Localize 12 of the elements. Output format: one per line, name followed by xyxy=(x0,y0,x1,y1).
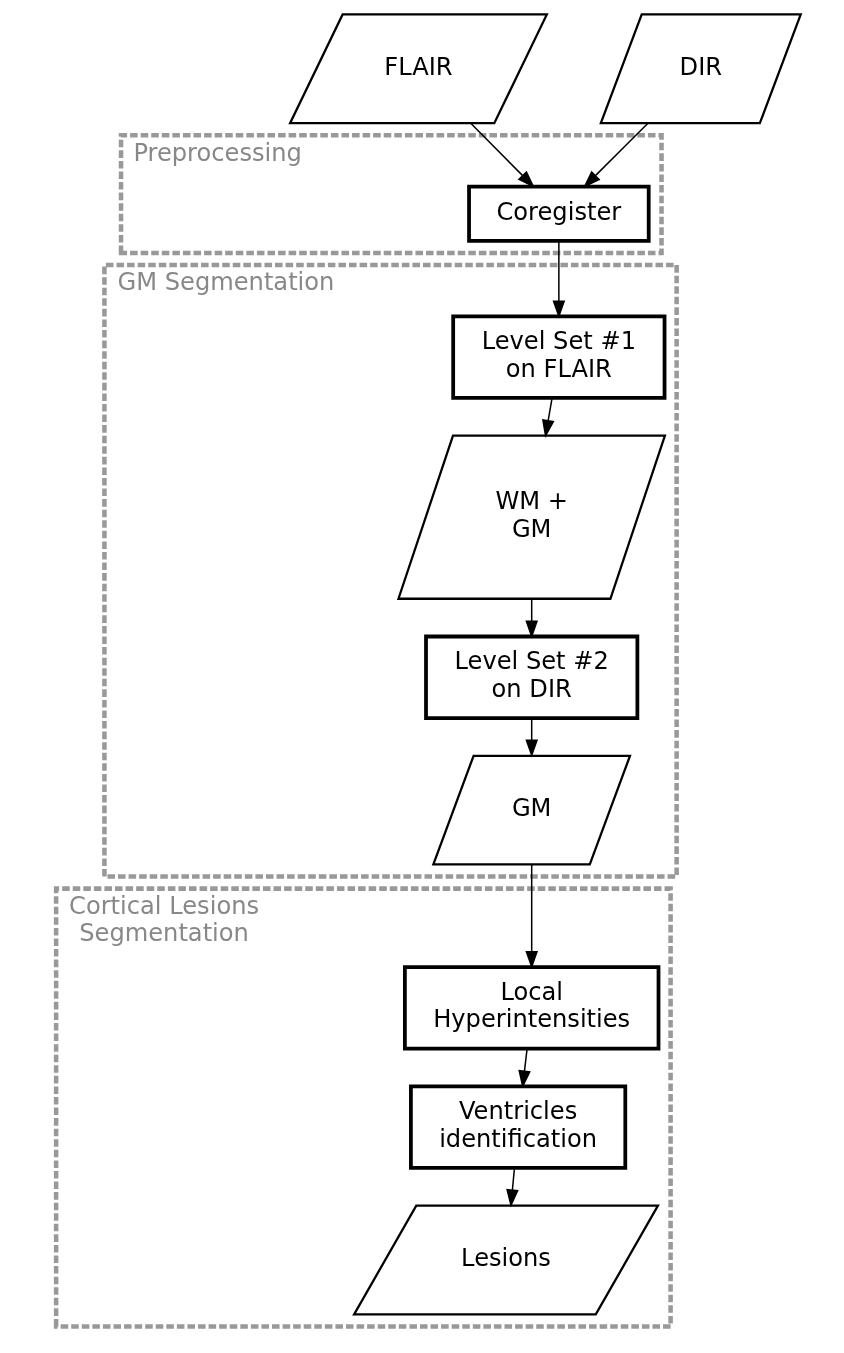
arrow xyxy=(552,240,565,319)
node-box: Level Set #2 on DIR xyxy=(423,634,639,720)
arrow xyxy=(505,1167,519,1208)
node-box: Local Hyperintensities xyxy=(402,965,660,1051)
arrow xyxy=(541,397,554,438)
node-box: Ventricles identification xyxy=(408,1084,627,1170)
arrow xyxy=(582,122,649,188)
node-box: Level Set #1 on FLAIR xyxy=(450,314,666,400)
arrow xyxy=(524,598,538,639)
arrow xyxy=(517,1048,531,1089)
node-box: Coregister xyxy=(466,184,651,243)
arrow xyxy=(524,717,538,758)
